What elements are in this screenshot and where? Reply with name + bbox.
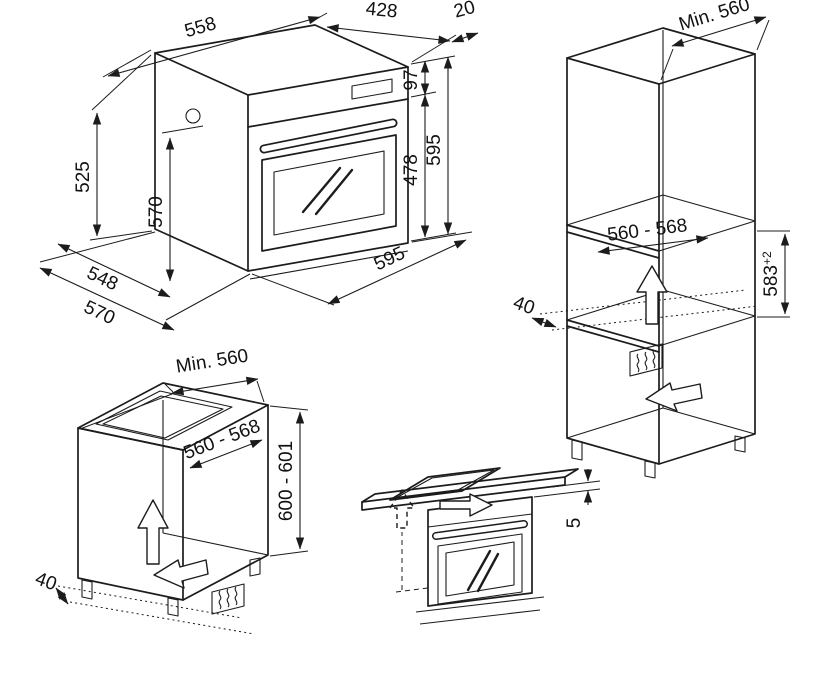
vent-slot-dotted-lines <box>539 289 759 331</box>
airflow-up-arrow <box>137 499 169 565</box>
oven-control-panel-line <box>247 98 409 128</box>
heat-wave-lines <box>218 586 238 610</box>
dim-line-rear-offset <box>451 32 479 43</box>
dim-label-niche-width: 560 - 568 <box>181 416 263 464</box>
oven-door <box>261 134 397 252</box>
dim-line-top-width <box>107 16 321 77</box>
dim-label-top-depth: 428 <box>365 0 399 23</box>
dim-label-niche-height: 583+2 <box>760 251 782 297</box>
oven-isometric-view: 558 428 20 97 478 595 570 525 548 570 59… <box>39 0 479 331</box>
under-oven-front <box>427 496 533 607</box>
dim-label-niche-width: 560 - 568 <box>606 215 688 246</box>
hob-inner <box>395 469 495 499</box>
airflow-in-arrow <box>153 559 209 589</box>
heat-vent-icon <box>629 343 663 377</box>
dim-label-front-height: 595 <box>424 134 445 166</box>
dim-line-min-depth <box>171 376 259 396</box>
tall-cabinet-top-face <box>566 27 756 85</box>
airflow-out-arrow <box>645 382 703 412</box>
dim-label-min-depth: Min. 560 <box>676 0 752 35</box>
worktop-front-edge <box>361 476 566 511</box>
dim-label-vent-gap: 40 <box>510 292 537 319</box>
plinth-lines <box>415 596 545 625</box>
under-oven-door <box>437 533 523 605</box>
oven-display <box>351 78 393 100</box>
tall-cabinet-feet <box>571 435 746 479</box>
dim-line-top-depth <box>326 24 451 44</box>
base-cabinet-interior-lines <box>162 400 269 556</box>
plinth-vent-dotted-lines <box>57 585 255 635</box>
base-cabinet-view: Min. 560 560 - 568 600 - 601 40 <box>32 345 309 635</box>
dim-label-niche-height: 600 - 601 <box>276 441 297 521</box>
oven-left-face <box>154 52 249 272</box>
worktop-detail-view: 5 <box>361 467 601 625</box>
dim-label-rear-offset: 20 <box>452 0 478 23</box>
dim-label-side-inner-height: 570 <box>146 196 167 228</box>
lower-shelf-surface <box>566 289 756 347</box>
under-oven-panel-line <box>427 513 533 528</box>
niche-height-tolerance: +2 <box>760 251 774 265</box>
tall-cabinet-front-frame <box>566 57 660 465</box>
dim-line-niche-width <box>189 439 263 469</box>
airflow-dashed-path <box>395 532 429 593</box>
dim-line-vent-gap <box>55 587 69 605</box>
oven-handle <box>261 120 396 152</box>
under-oven-handle <box>433 521 527 539</box>
dim-label-panel-height: 97 <box>401 69 422 90</box>
dim-label-side-height: 525 <box>73 161 94 193</box>
airflow-up-dashed-arrow <box>389 489 415 529</box>
oven-side-knockout <box>185 108 201 124</box>
oven-door-glass <box>273 150 385 236</box>
under-oven-glass <box>445 541 515 597</box>
hob-outline <box>389 467 501 501</box>
glass-reflection <box>301 166 354 216</box>
airflow-right-arrow <box>439 493 493 517</box>
dim-line-niche-width <box>597 235 709 255</box>
heat-vent-icon <box>211 583 245 615</box>
heat-wave-lines <box>636 349 656 373</box>
dim-line-vent-gap <box>531 317 557 328</box>
tall-cabinet-view: Min. 560 560 - 568 583+2 40 <box>510 0 790 479</box>
dim-line-min-depth <box>671 16 767 47</box>
clearance-extension-lines <box>533 480 601 498</box>
glass-reflection <box>466 549 500 593</box>
dim-line-front-width <box>327 239 467 305</box>
worktop-slab <box>361 468 579 503</box>
base-cabinet-feet <box>81 557 261 617</box>
dim-label-hob-clearance: 5 <box>564 518 585 529</box>
dim-label-top-width: 558 <box>182 13 218 42</box>
dim-label-min-depth: Min. 560 <box>175 345 250 377</box>
extension-lines <box>79 380 309 557</box>
lower-shelf <box>566 319 660 353</box>
dim-label-door-height: 478 <box>401 154 422 186</box>
dim-line-depth-total <box>39 267 175 331</box>
niche-height-value: 583 <box>761 265 782 297</box>
dim-label-vent-gap: 40 <box>32 568 59 595</box>
airflow-up-arrow <box>636 265 668 325</box>
hob-cutout <box>95 390 233 441</box>
